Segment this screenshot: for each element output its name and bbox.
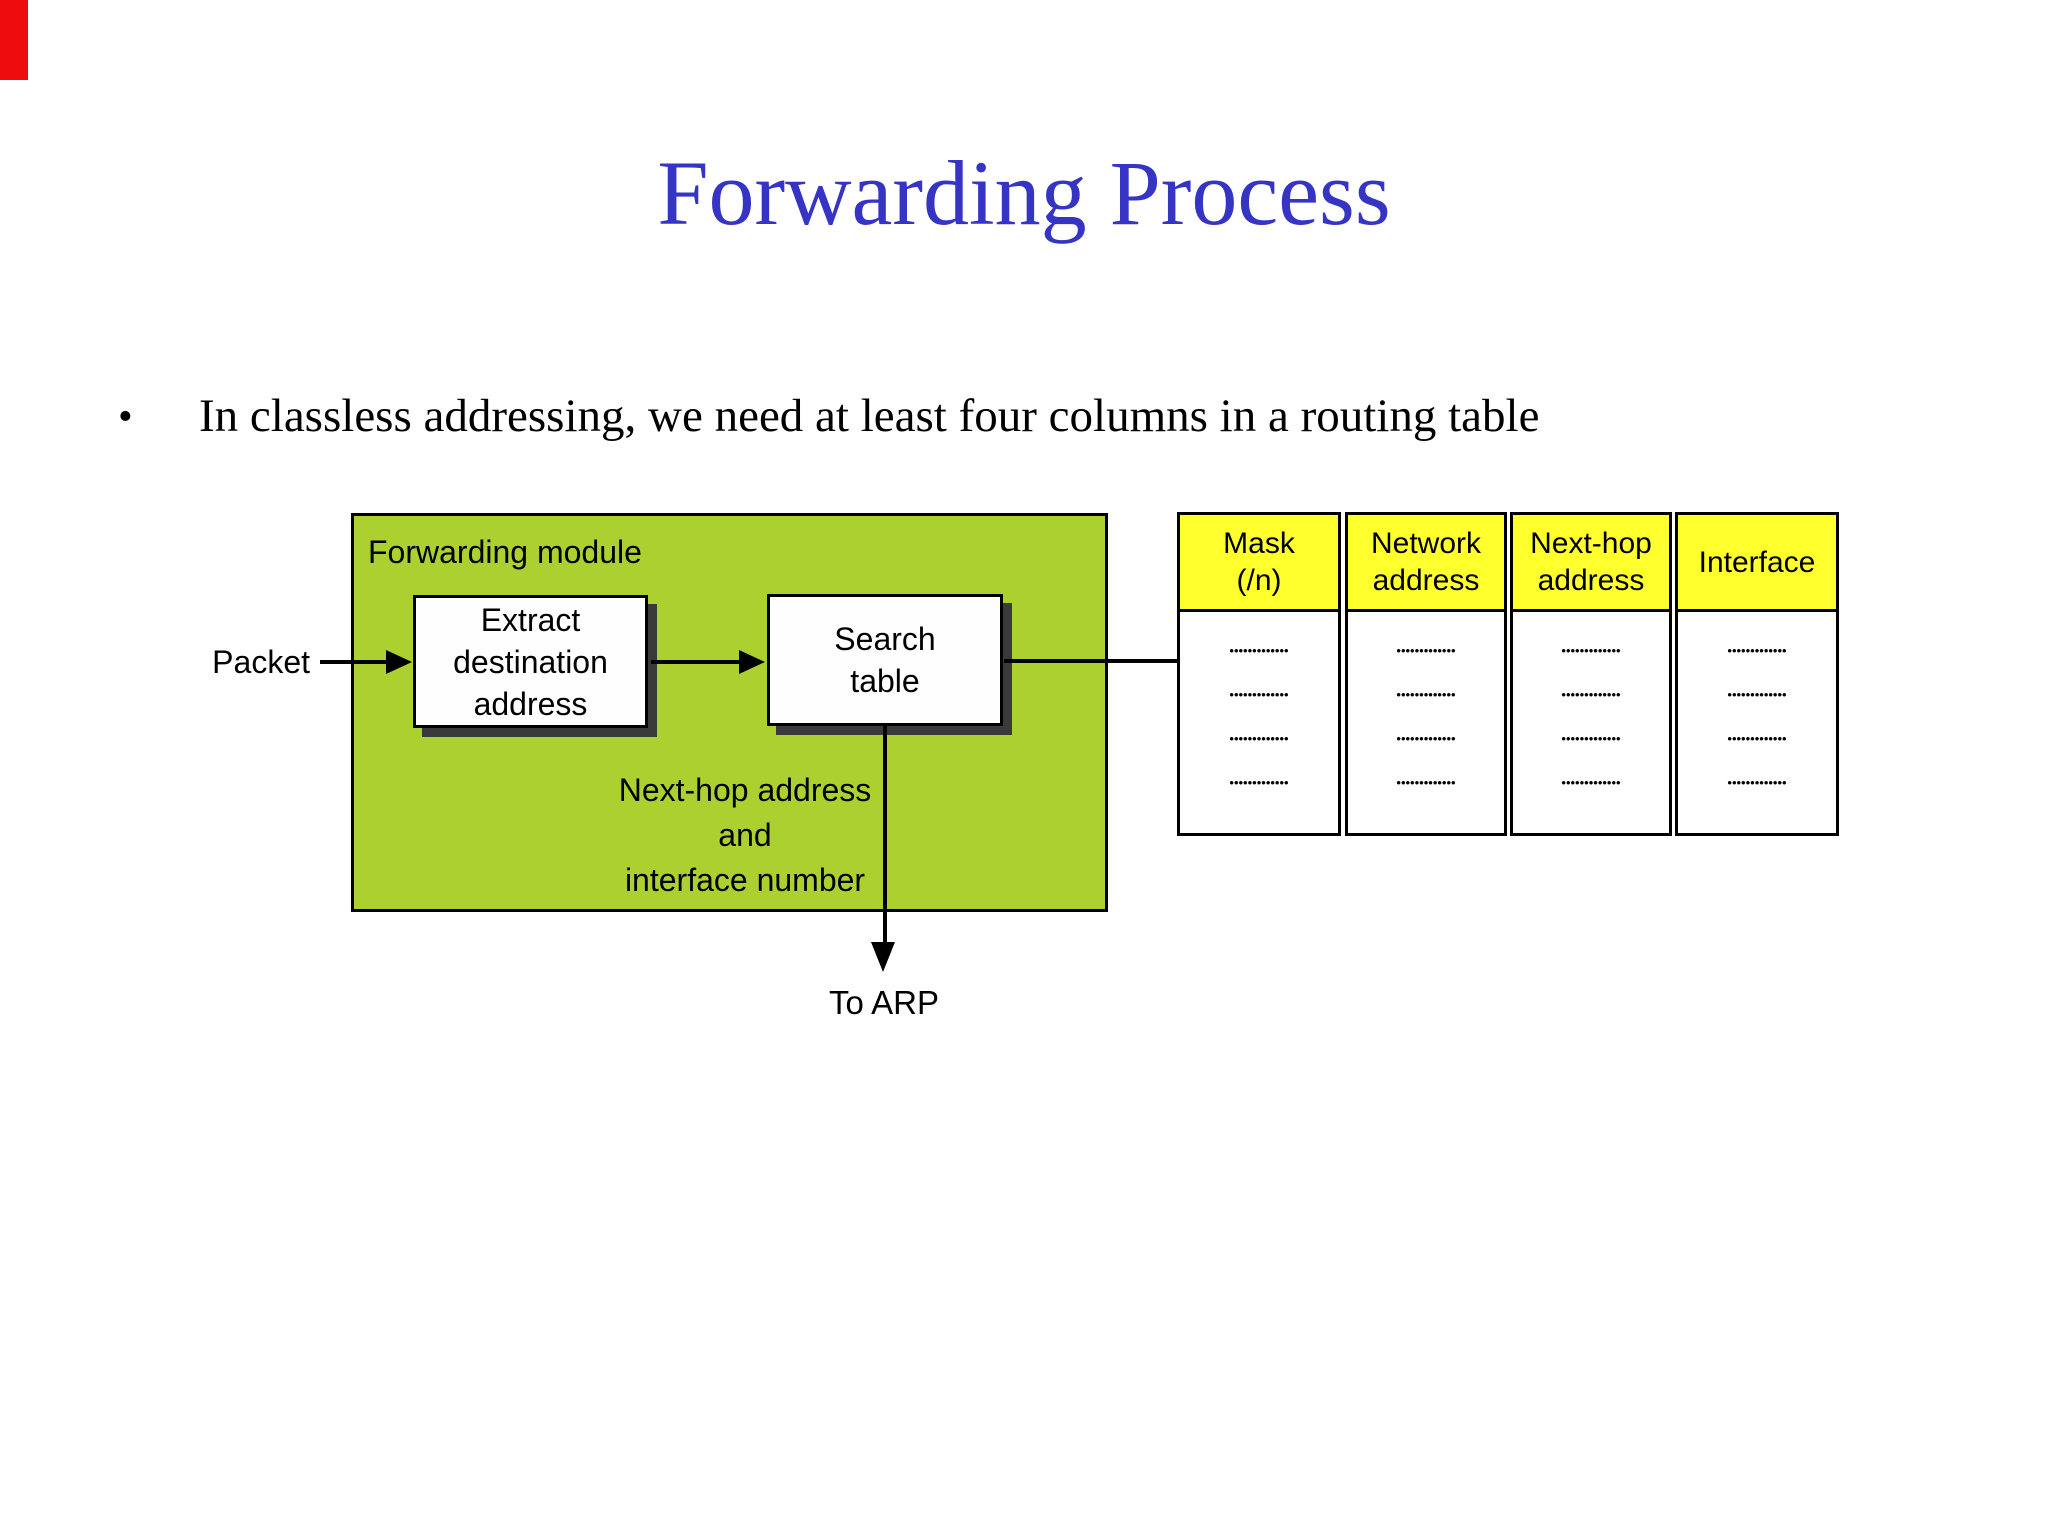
table-row: ••••••••••••• bbox=[1727, 775, 1787, 790]
packet-arrowhead-icon bbox=[386, 650, 412, 674]
column-header-interface: Interface bbox=[1675, 512, 1839, 612]
table-row: ••••••••••••• bbox=[1396, 643, 1456, 658]
extract-to-search-line bbox=[651, 660, 739, 664]
bullet-text: In classless addressing, we need at leas… bbox=[199, 390, 1540, 442]
table-row: ••••••••••••• bbox=[1727, 643, 1787, 658]
to-arp-arrowhead-icon bbox=[871, 942, 895, 972]
slide-title: Forwarding Process bbox=[657, 142, 1391, 244]
table-row: ••••••••••••• bbox=[1229, 643, 1289, 658]
table-row: ••••••••••••• bbox=[1561, 687, 1621, 702]
routing-table-column-nexthop: Next-hop address ••••••••••••• •••••••••… bbox=[1510, 512, 1672, 836]
to-arp-label: To ARP bbox=[828, 984, 940, 1021]
table-row: ••••••••••••• bbox=[1727, 731, 1787, 746]
table-row: ••••••••••••• bbox=[1396, 731, 1456, 746]
extract-destination-box: Extract destination address bbox=[413, 595, 648, 728]
column-body-nexthop: ••••••••••••• ••••••••••••• ••••••••••••… bbox=[1510, 612, 1672, 836]
column-body-mask: ••••••••••••• ••••••••••••• ••••••••••••… bbox=[1177, 612, 1341, 836]
extract-to-search-arrowhead-icon bbox=[739, 650, 765, 674]
column-body-interface: ••••••••••••• ••••••••••••• ••••••••••••… bbox=[1675, 612, 1839, 836]
bullet-item: • In classless addressing, we need at le… bbox=[118, 388, 1948, 444]
table-row: ••••••••••••• bbox=[1396, 775, 1456, 790]
packet-label: Packet bbox=[212, 644, 310, 680]
column-header-nexthop: Next-hop address bbox=[1510, 512, 1672, 612]
routing-table-column-interface: Interface ••••••••••••• ••••••••••••• ••… bbox=[1675, 512, 1839, 836]
search-to-table-line bbox=[1004, 659, 1179, 663]
routing-table-column-network: Network address ••••••••••••• ••••••••••… bbox=[1345, 512, 1507, 836]
table-row: ••••••••••••• bbox=[1229, 687, 1289, 702]
column-header-mask: Mask (/n) bbox=[1177, 512, 1341, 612]
column-header-network: Network address bbox=[1345, 512, 1507, 612]
to-arp-line bbox=[883, 725, 887, 942]
column-body-network: ••••••••••••• ••••••••••••• ••••••••••••… bbox=[1345, 612, 1507, 836]
table-row: ••••••••••••• bbox=[1229, 731, 1289, 746]
search-table-box: Search table bbox=[767, 594, 1003, 726]
routing-table-column-mask: Mask (/n) ••••••••••••• ••••••••••••• ••… bbox=[1177, 512, 1341, 836]
packet-arrow-line bbox=[320, 660, 386, 664]
forwarding-module-label: Forwarding module bbox=[368, 534, 642, 570]
table-row: ••••••••••••• bbox=[1561, 643, 1621, 658]
table-row: ••••••••••••• bbox=[1561, 731, 1621, 746]
table-row: ••••••••••••• bbox=[1229, 775, 1289, 790]
bullet-icon: • bbox=[118, 394, 133, 440]
nexthop-note: Next-hop address and interface number bbox=[618, 772, 872, 898]
table-row: ••••••••••••• bbox=[1396, 687, 1456, 702]
table-row: ••••••••••••• bbox=[1561, 775, 1621, 790]
red-corner-marker bbox=[0, 0, 28, 80]
table-row: ••••••••••••• bbox=[1727, 687, 1787, 702]
